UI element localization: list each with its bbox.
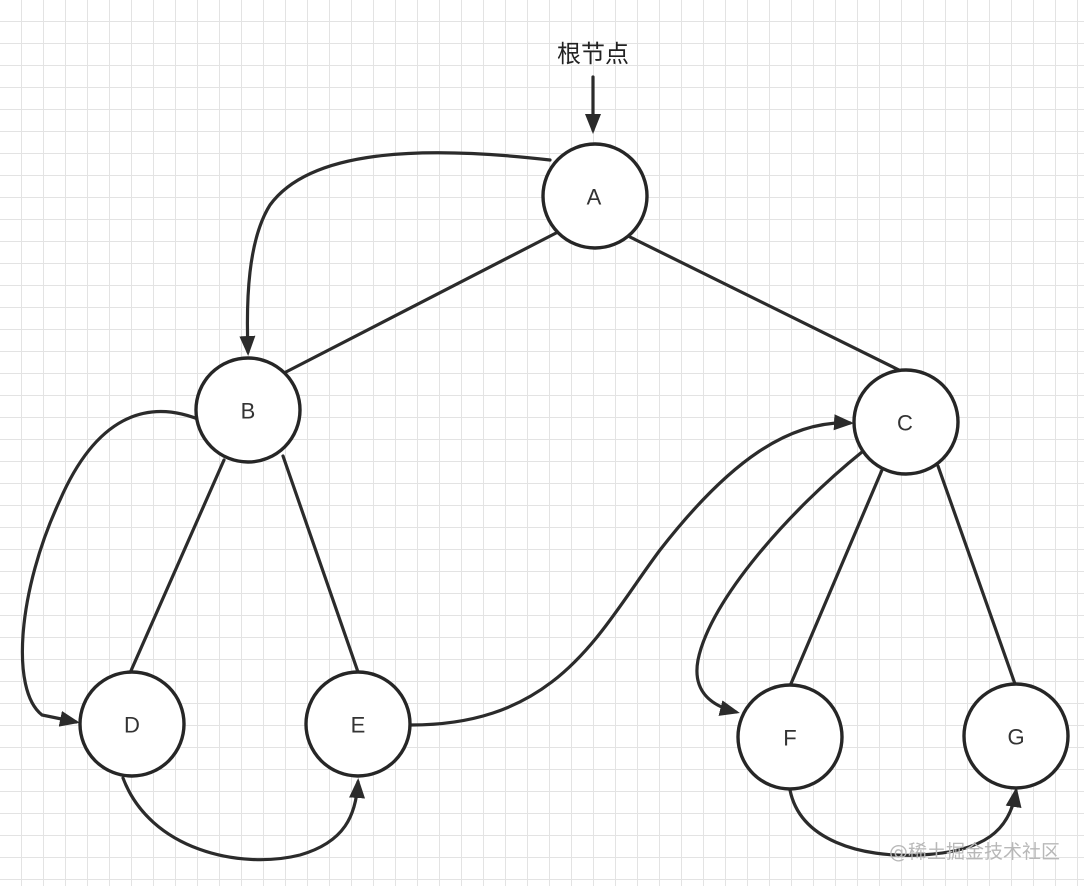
arrow-a-to-b [239, 151, 552, 356]
node-e: E [304, 670, 412, 778]
arrow-f-to-g [788, 787, 1022, 857]
tree-edge-a-b [282, 230, 560, 375]
node-f-label: F [783, 726, 796, 751]
node-b-circle [194, 356, 302, 464]
tree-edges [128, 230, 1017, 688]
arrow-b-to-d [20, 409, 207, 727]
arrow-c-to-f [695, 450, 864, 716]
root-node-label: 根节点 [557, 40, 629, 68]
node-a-label: A [587, 185, 602, 210]
node-e-circle [304, 670, 412, 778]
node-b-label: B [241, 399, 256, 424]
tree-edge-b-e [281, 454, 360, 674]
node-g: G [962, 682, 1070, 790]
node-b: B [194, 356, 302, 464]
node-c-label: C [897, 411, 913, 436]
node-d: D [78, 670, 186, 778]
node-e-label: E [351, 713, 366, 738]
traversal-arrows [20, 75, 1022, 862]
arrow-d-to-e [121, 776, 366, 862]
node-d-circle [78, 670, 186, 778]
node-c-circle [852, 368, 960, 476]
node-a-circle [541, 142, 649, 250]
node-c: C [852, 368, 960, 476]
tree-edge-c-g [936, 464, 1017, 686]
watermark-text: @稀土掘金技术社区 [888, 841, 1060, 863]
tree-edge-c-f [788, 468, 884, 688]
node-f: F [736, 683, 844, 791]
node-g-label: G [1007, 725, 1024, 750]
tree-edge-a-c [628, 235, 905, 374]
arrow-e-to-c [409, 414, 854, 727]
node-f-circle [736, 683, 844, 791]
node-g-circle [962, 682, 1070, 790]
node-d-label: D [124, 713, 140, 738]
node-a: A [541, 142, 649, 250]
tree-edge-b-d [128, 458, 226, 675]
